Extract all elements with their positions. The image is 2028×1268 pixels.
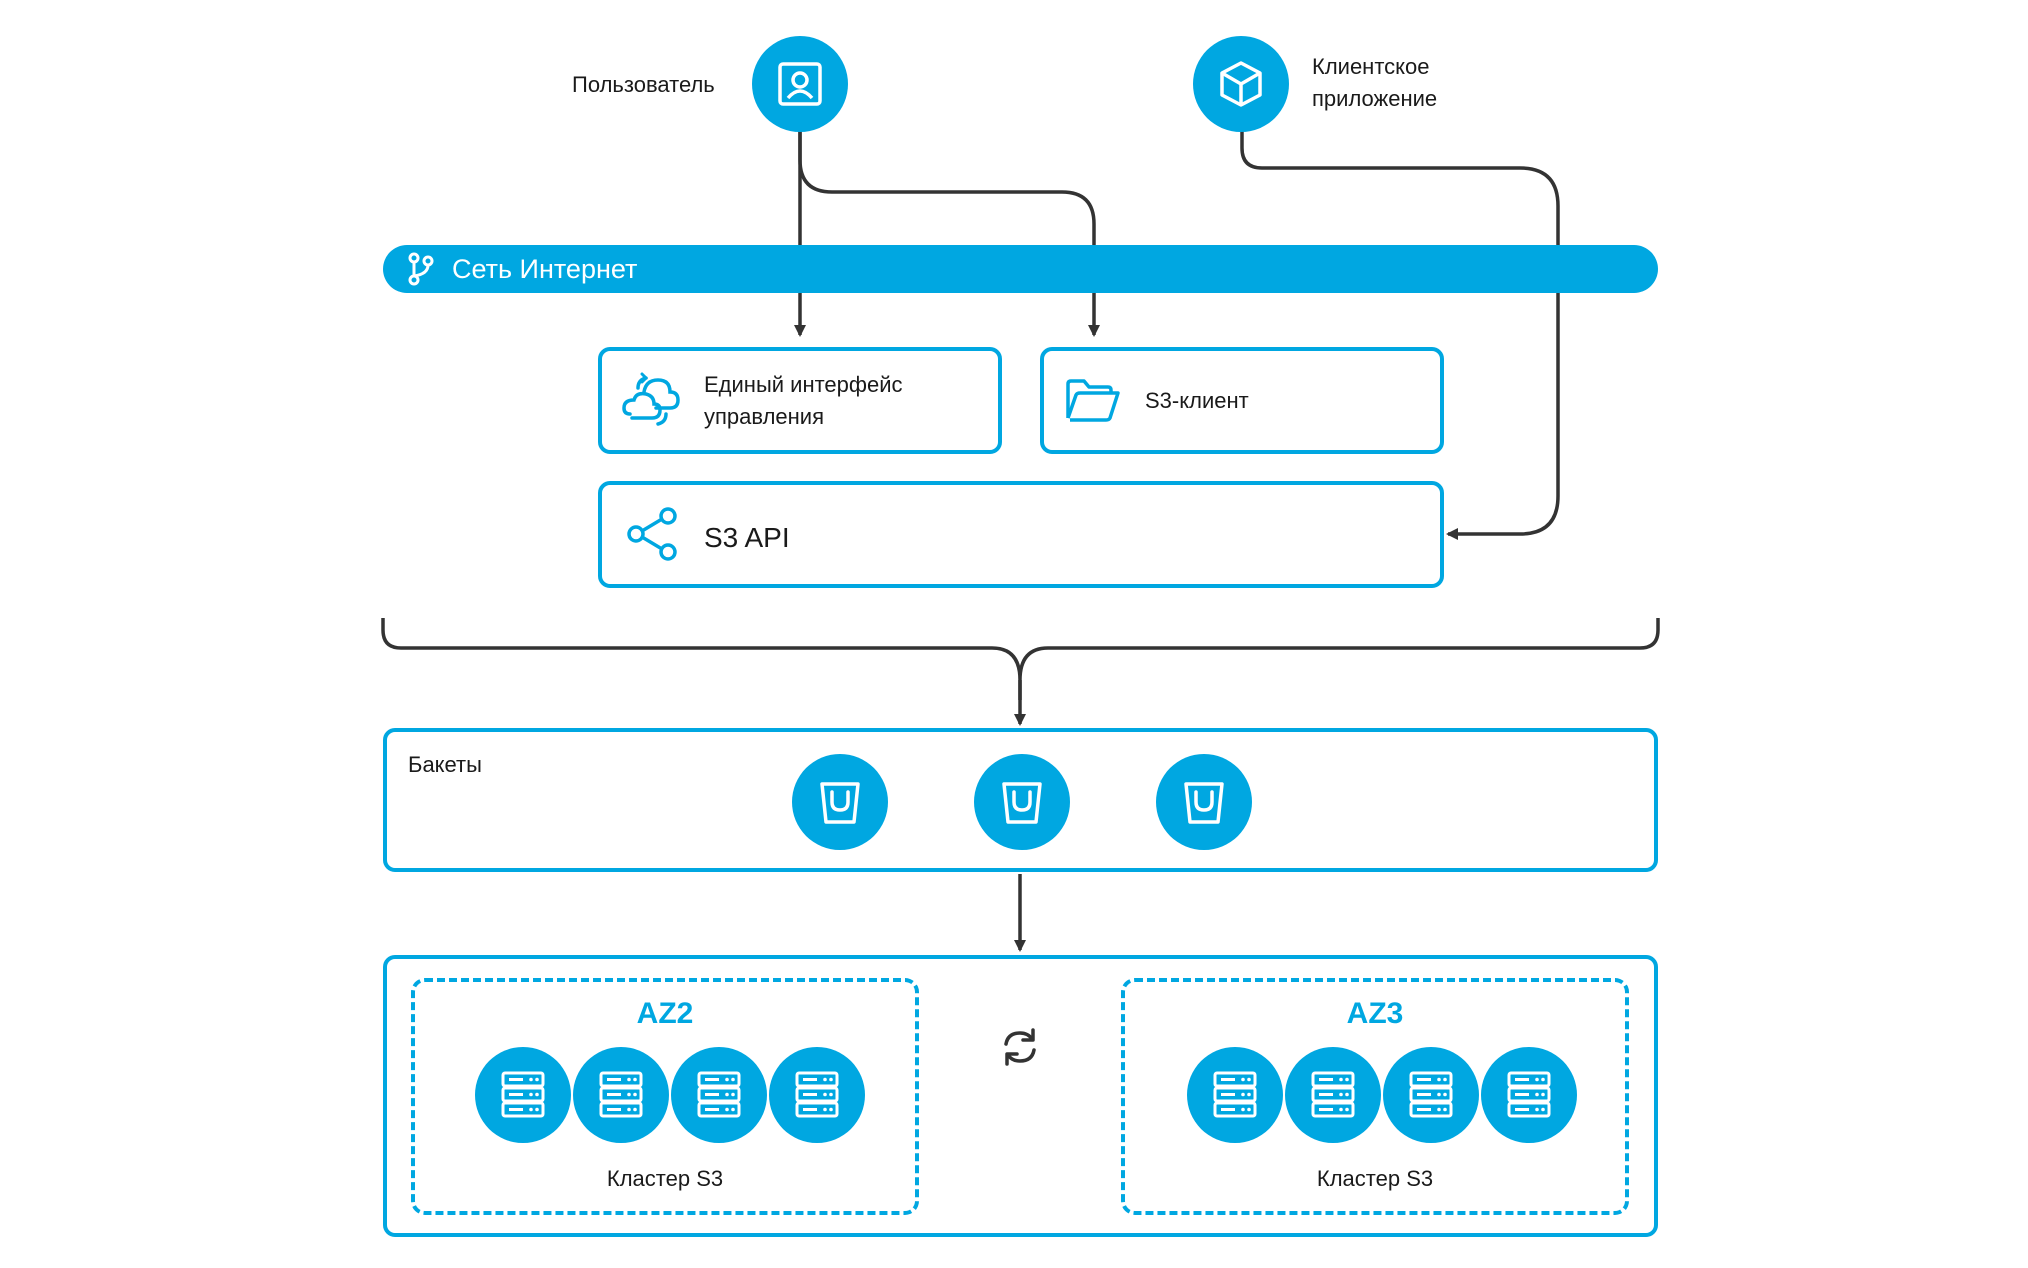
server-node[interactable] bbox=[671, 1047, 767, 1143]
server-icon bbox=[795, 1071, 839, 1118]
server-icon bbox=[501, 1071, 545, 1118]
server-node[interactable] bbox=[1383, 1047, 1479, 1143]
zone-az3-title: AZ3 bbox=[1346, 997, 1404, 1030]
bucket-node[interactable] bbox=[1156, 754, 1252, 850]
share-icon bbox=[627, 507, 677, 561]
s3-client-box[interactable] bbox=[1040, 347, 1444, 454]
zone-az2[interactable] bbox=[411, 978, 919, 1215]
zone-az3[interactable] bbox=[1121, 978, 1629, 1215]
bucket-node[interactable] bbox=[974, 754, 1070, 850]
server-node[interactable] bbox=[1285, 1047, 1381, 1143]
s3-client-label: S3-клиент bbox=[1145, 388, 1249, 413]
buckets-label: Бакеты bbox=[408, 752, 482, 777]
s3-api-label: S3 API bbox=[704, 522, 790, 553]
bucket-icon bbox=[820, 782, 860, 824]
zone-az2-title: AZ2 bbox=[636, 997, 694, 1030]
zone-az3-cluster-label: Кластер S3 bbox=[1316, 1166, 1434, 1191]
connector-user-s3client bbox=[798, 130, 1100, 337]
client-app-node[interactable] bbox=[1193, 36, 1289, 132]
bucket-icon bbox=[1184, 782, 1224, 824]
internet-label: Сеть Интернет bbox=[452, 254, 638, 284]
git-branch-icon bbox=[408, 252, 434, 286]
server-node[interactable] bbox=[769, 1047, 865, 1143]
server-icon bbox=[1213, 1071, 1257, 1118]
s3-api-box[interactable] bbox=[598, 481, 1444, 588]
user-label: Пользователь bbox=[572, 72, 715, 97]
refresh-icon bbox=[1004, 1028, 1036, 1066]
server-node[interactable] bbox=[1481, 1047, 1577, 1143]
server-node[interactable] bbox=[1187, 1047, 1283, 1143]
server-icon bbox=[697, 1071, 741, 1118]
server-node[interactable] bbox=[475, 1047, 571, 1143]
internet-bar bbox=[383, 245, 1658, 293]
management-console-box[interactable] bbox=[598, 347, 1002, 454]
server-icon bbox=[599, 1071, 643, 1118]
cloud-sync-icon bbox=[622, 372, 680, 426]
server-icon bbox=[1507, 1071, 1551, 1118]
cube-icon bbox=[1220, 61, 1262, 107]
connector-app-s3api bbox=[1240, 130, 1560, 540]
user-icon bbox=[778, 62, 822, 106]
user-node[interactable] bbox=[752, 36, 848, 132]
folder-icon bbox=[1066, 379, 1120, 422]
bucket-node[interactable] bbox=[792, 754, 888, 850]
server-node[interactable] bbox=[573, 1047, 669, 1143]
server-icon bbox=[1311, 1071, 1355, 1118]
client-app-label: Клиентское приложение bbox=[1312, 54, 1438, 111]
management-console-label: Единый интерфейс управления bbox=[704, 372, 903, 429]
server-icon bbox=[1409, 1071, 1453, 1118]
connector-merge-bracket bbox=[381, 618, 1660, 700]
bucket-icon bbox=[1002, 782, 1042, 824]
zone-az2-cluster-label: Кластер S3 bbox=[606, 1166, 724, 1191]
